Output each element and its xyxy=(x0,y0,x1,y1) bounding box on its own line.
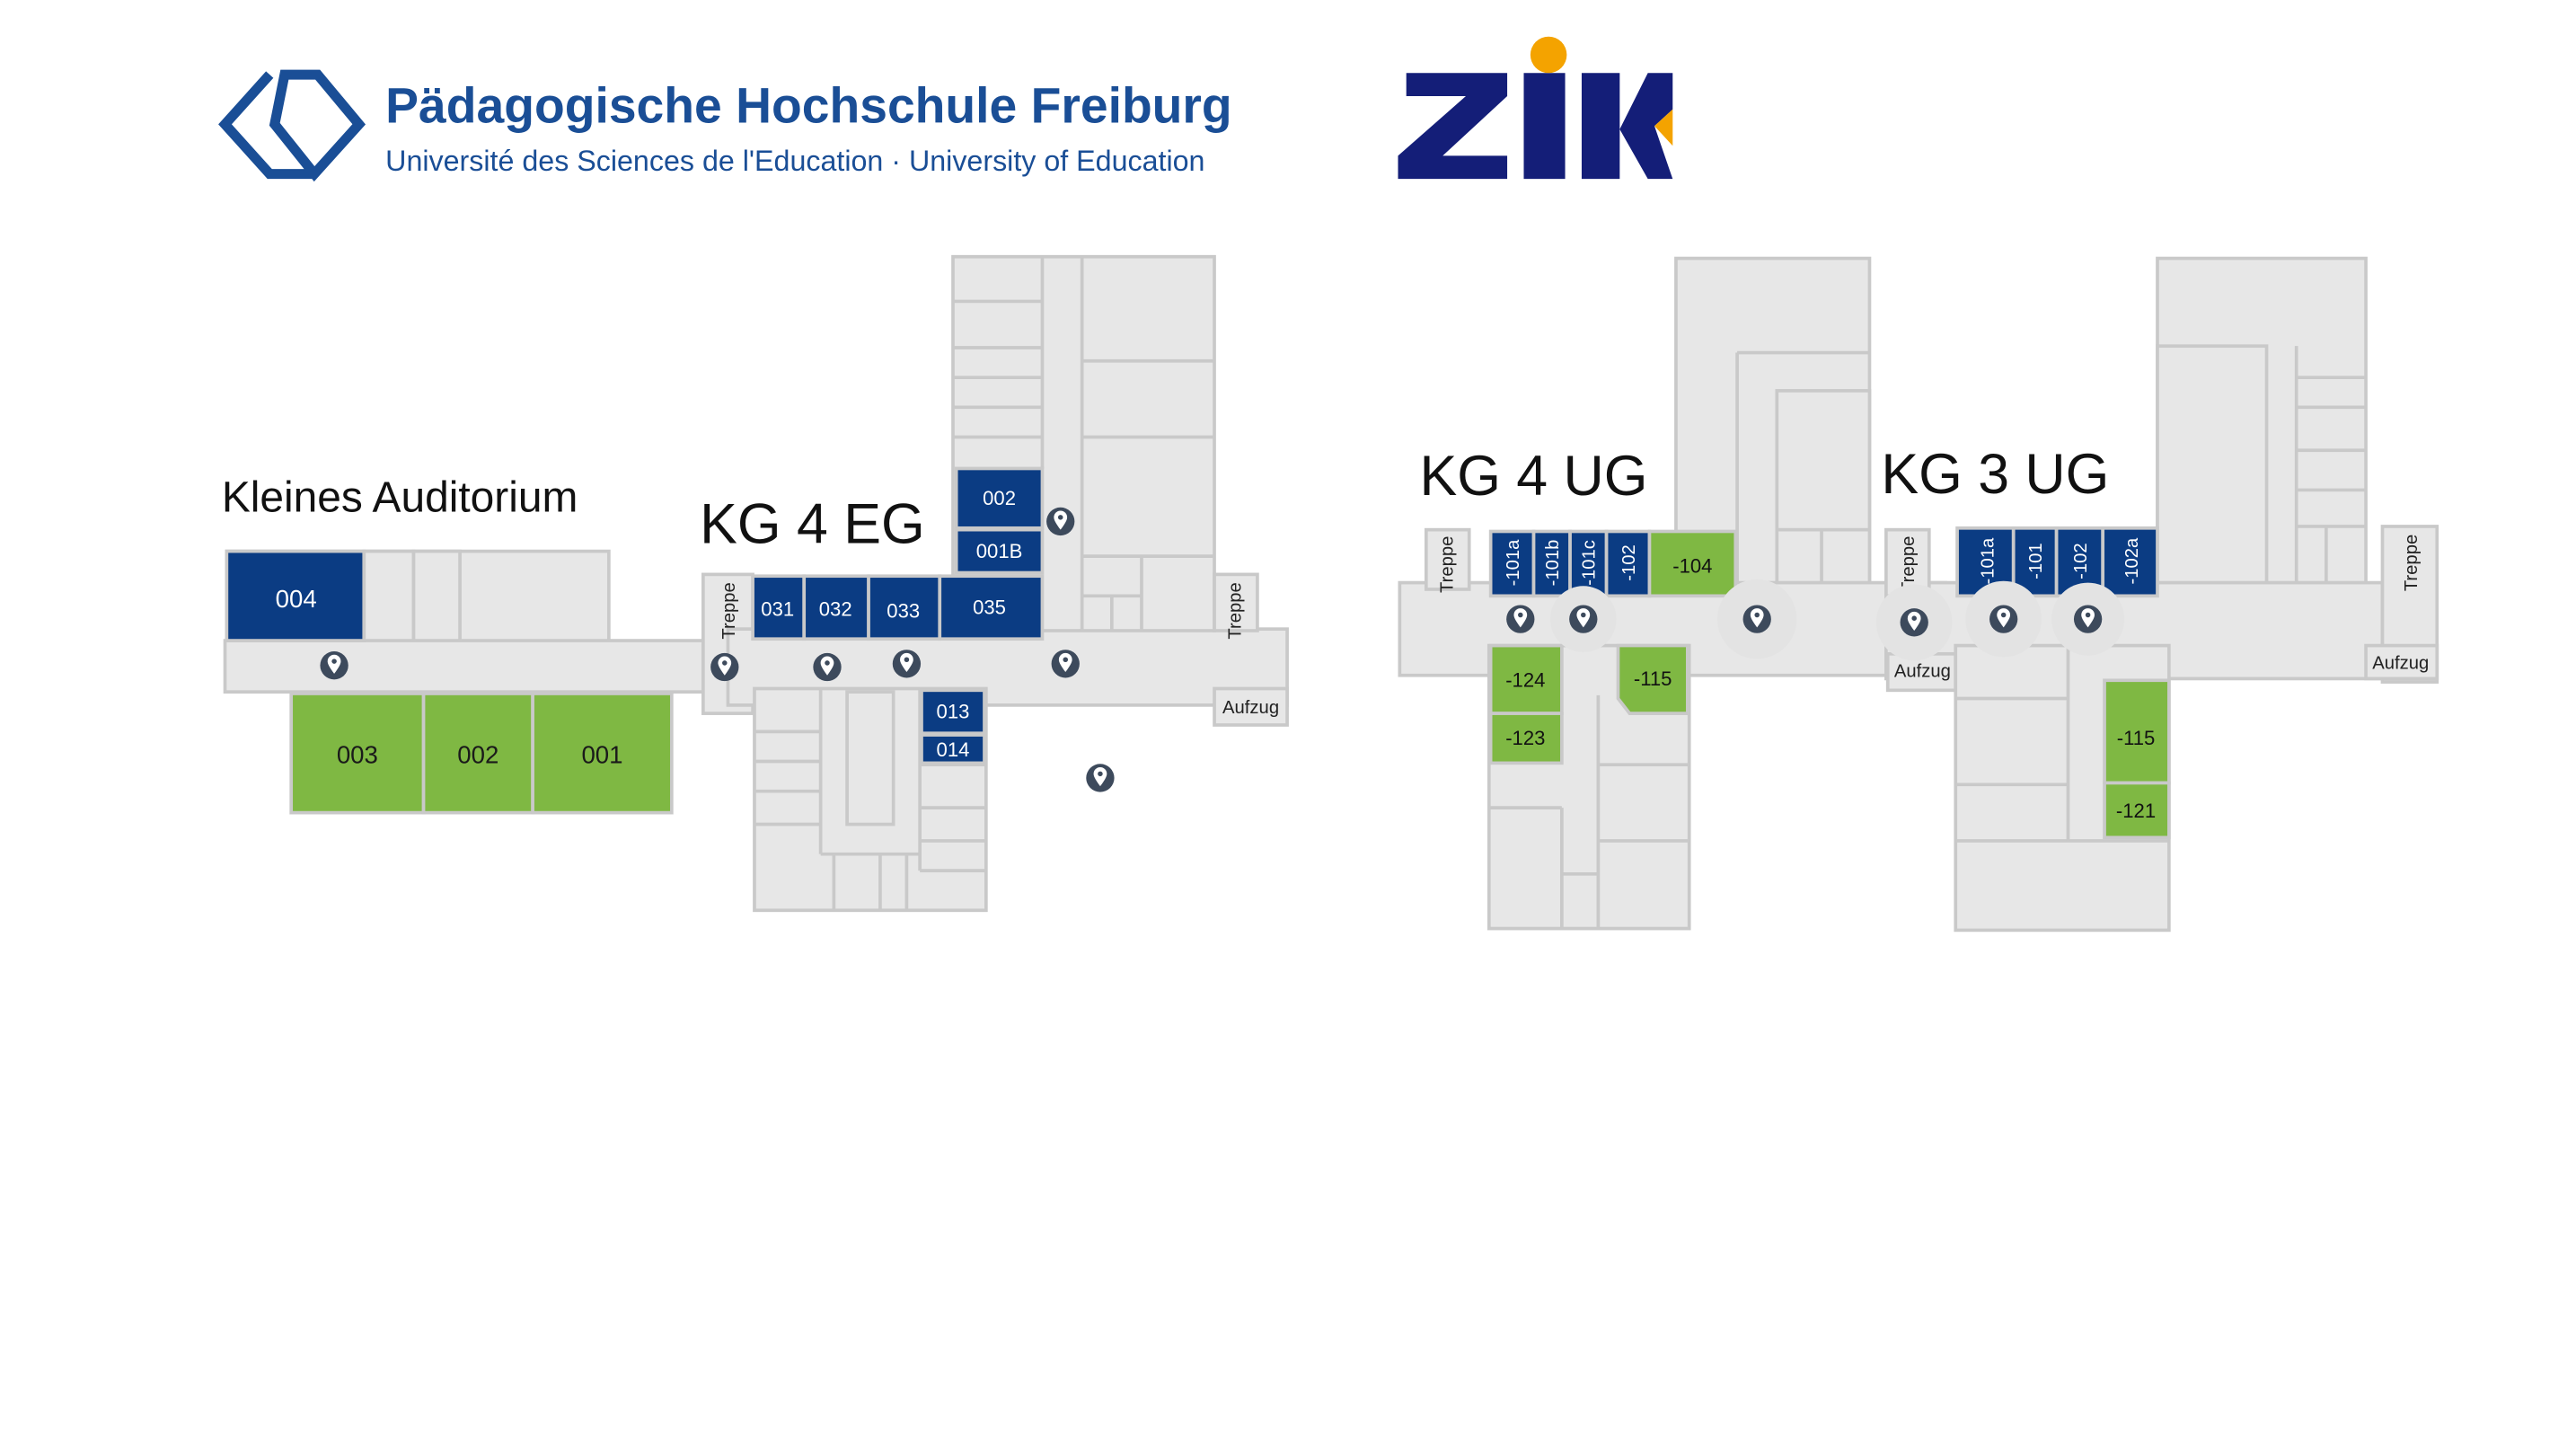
room-101c[interactable]: -101c xyxy=(1568,529,1609,598)
room-121[interactable]: -121 xyxy=(2103,781,2171,840)
kg3ug-floor xyxy=(1884,256,2439,933)
room-033[interactable]: 033 xyxy=(867,574,942,641)
treppe-label: Treppe xyxy=(1899,536,1919,593)
svg-text:002: 002 xyxy=(983,487,1016,509)
treppe-label: Treppe xyxy=(2402,535,2422,591)
room-101b[interactable]: -101b xyxy=(1531,529,1572,598)
location-pin-icon[interactable] xyxy=(320,651,348,680)
aufzug-label: Aufzug xyxy=(1894,662,1951,682)
floor-label-kg4ug: KG 4 UG xyxy=(1419,445,1647,508)
room-115-kg3[interactable]: -115 xyxy=(2103,678,2171,785)
location-pin-icon[interactable] xyxy=(1086,764,1115,792)
diamond-logo-icon xyxy=(218,69,366,182)
svg-text:-101a: -101a xyxy=(1504,539,1523,587)
svg-text:-101b: -101b xyxy=(1543,540,1563,587)
location-pin-icon[interactable] xyxy=(2073,605,2103,633)
svg-text:-101: -101 xyxy=(2026,543,2046,579)
svg-text:014: 014 xyxy=(937,738,970,761)
room-101a-kg4[interactable]: -101a xyxy=(1488,529,1536,598)
zik-logo-icon xyxy=(1398,36,1673,180)
location-pin-icon[interactable] xyxy=(813,652,842,682)
room-102a-kg3[interactable]: -102a xyxy=(2101,526,2159,598)
svg-text:-115: -115 xyxy=(2117,727,2156,749)
svg-text:-102a: -102a xyxy=(2122,537,2142,585)
svg-text:031: 031 xyxy=(761,597,794,620)
svg-text:033: 033 xyxy=(887,599,920,622)
svg-text:-102: -102 xyxy=(1619,544,1639,581)
svg-text:-121: -121 xyxy=(2116,800,2156,822)
ph-logo: Pädagogische Hochschule Freiburg Univers… xyxy=(218,69,1232,182)
svg-text:-104: -104 xyxy=(1672,555,1712,578)
room-013[interactable]: 013 xyxy=(920,688,986,736)
treppe-label: Treppe xyxy=(719,582,739,639)
floor-label-auditorium: Kleines Auditorium xyxy=(222,473,578,521)
kg4ug-floor xyxy=(1398,256,1948,931)
svg-text:-102: -102 xyxy=(2071,543,2091,579)
room-001B[interactable]: 001B xyxy=(954,527,1045,575)
room-032[interactable]: 032 xyxy=(802,574,870,641)
room-124[interactable]: -124 xyxy=(1488,643,1564,715)
auditorium-floor xyxy=(223,549,754,715)
location-pin-icon[interactable] xyxy=(1506,605,1535,633)
aufzug-label: Aufzug xyxy=(1222,698,1279,718)
svg-text:002: 002 xyxy=(457,740,498,768)
room-123[interactable]: -123 xyxy=(1488,712,1564,765)
room-102-kg4[interactable]: -102 xyxy=(1604,529,1652,598)
svg-text:-101a: -101a xyxy=(1979,537,1998,585)
location-pin-icon[interactable] xyxy=(1569,605,1598,633)
svg-text:001: 001 xyxy=(581,740,622,768)
location-pin-icon[interactable] xyxy=(1046,507,1075,536)
location-pin-icon[interactable] xyxy=(1989,605,2018,633)
treppe-label: Treppe xyxy=(1437,536,1457,593)
location-pin-icon[interactable] xyxy=(892,650,922,678)
room-115-kg4[interactable]: -115 xyxy=(1616,643,1689,715)
room-101-kg3[interactable]: -101 xyxy=(2011,526,2059,598)
room-104[interactable]: -104 xyxy=(1647,529,1738,598)
svg-text:013: 013 xyxy=(937,701,970,723)
room-002-kg4eg[interactable]: 002 xyxy=(954,466,1045,530)
svg-text:001B: 001B xyxy=(976,540,1023,562)
location-pin-icon[interactable] xyxy=(1900,608,1928,637)
room-002-auditorium[interactable]: 002 xyxy=(421,692,534,815)
room-004[interactable]: 004 xyxy=(225,549,366,642)
svg-text:-115: -115 xyxy=(1634,668,1672,690)
room-003[interactable]: 003 xyxy=(289,692,426,815)
room-014[interactable]: 014 xyxy=(920,733,986,765)
location-pin-icon[interactable] xyxy=(1051,650,1080,678)
svg-text:032: 032 xyxy=(819,597,852,620)
svg-text:035: 035 xyxy=(973,597,1006,619)
location-pin-icon[interactable] xyxy=(1742,605,1771,633)
svg-text:003: 003 xyxy=(337,740,378,768)
svg-text:-101c: -101c xyxy=(1580,540,1600,586)
room-031[interactable]: 031 xyxy=(751,574,807,641)
svg-text:004: 004 xyxy=(276,585,317,613)
svg-text:-124: -124 xyxy=(1505,669,1545,692)
aufzug-label: Aufzug xyxy=(2372,653,2429,673)
room-001-auditorium[interactable]: 001 xyxy=(531,692,674,815)
floor-label-kg4eg: KG 4 EG xyxy=(700,492,925,555)
room-035[interactable]: 035 xyxy=(938,574,1045,641)
location-pin-icon[interactable] xyxy=(710,652,739,682)
ph-subtitle: Université des Sciences de l'Education ·… xyxy=(385,145,1204,177)
svg-text:-123: -123 xyxy=(1505,727,1545,749)
floor-label-kg3ug: KG 3 UG xyxy=(1881,443,2109,506)
ph-title: Pädagogische Hochschule Freiburg xyxy=(385,78,1232,134)
treppe-label: Treppe xyxy=(1226,582,1246,639)
